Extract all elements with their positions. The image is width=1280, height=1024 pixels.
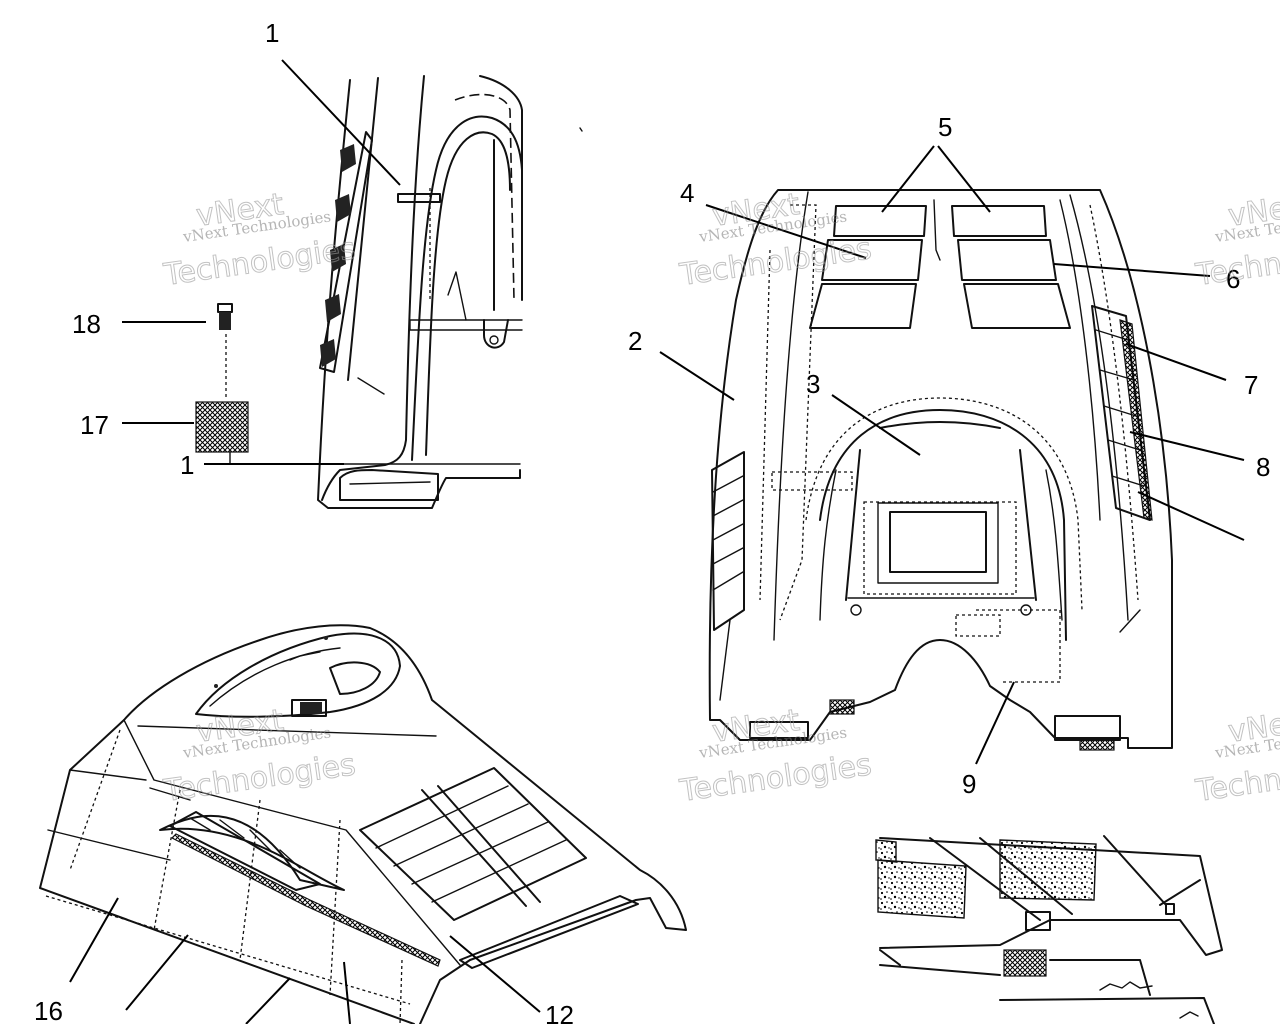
callout-3: 3 [806, 369, 820, 399]
callout-12: 12 [545, 1000, 574, 1024]
hood-top-view [708, 189, 1173, 751]
callout-8: 8 [1256, 452, 1270, 482]
callout-1-bottom: 1 [180, 450, 194, 480]
mesh-screen-icon [195, 401, 249, 453]
side-panel-view [229, 75, 583, 509]
callout-7: 7 [1244, 370, 1258, 400]
right-side-louvers [1091, 305, 1153, 521]
callout-5: 5 [938, 112, 952, 142]
callout-18: 18 [72, 309, 101, 339]
louver-vents [319, 131, 373, 373]
leader-lines [69, 59, 1245, 1024]
watermarks: vNext vNext Technologies Technologies vN… [161, 186, 1280, 809]
callout-2: 2 [628, 326, 642, 356]
callout-6: 6 [1226, 264, 1240, 294]
callout-4: 4 [680, 178, 694, 208]
callout-1-top: 1 [265, 18, 279, 48]
callout-17: 17 [80, 410, 109, 440]
callout-9: 9 [962, 769, 976, 799]
fastener-and-screen [195, 303, 249, 465]
callout-numbers: 1 1 2 3 4 5 6 7 8 9 12 16 17 18 [34, 18, 1270, 1024]
hood-underside-partial [875, 835, 1223, 1024]
left-side-louvers [711, 451, 745, 631]
hood-perspective-view [39, 624, 687, 1024]
callout-16: 16 [34, 996, 63, 1024]
